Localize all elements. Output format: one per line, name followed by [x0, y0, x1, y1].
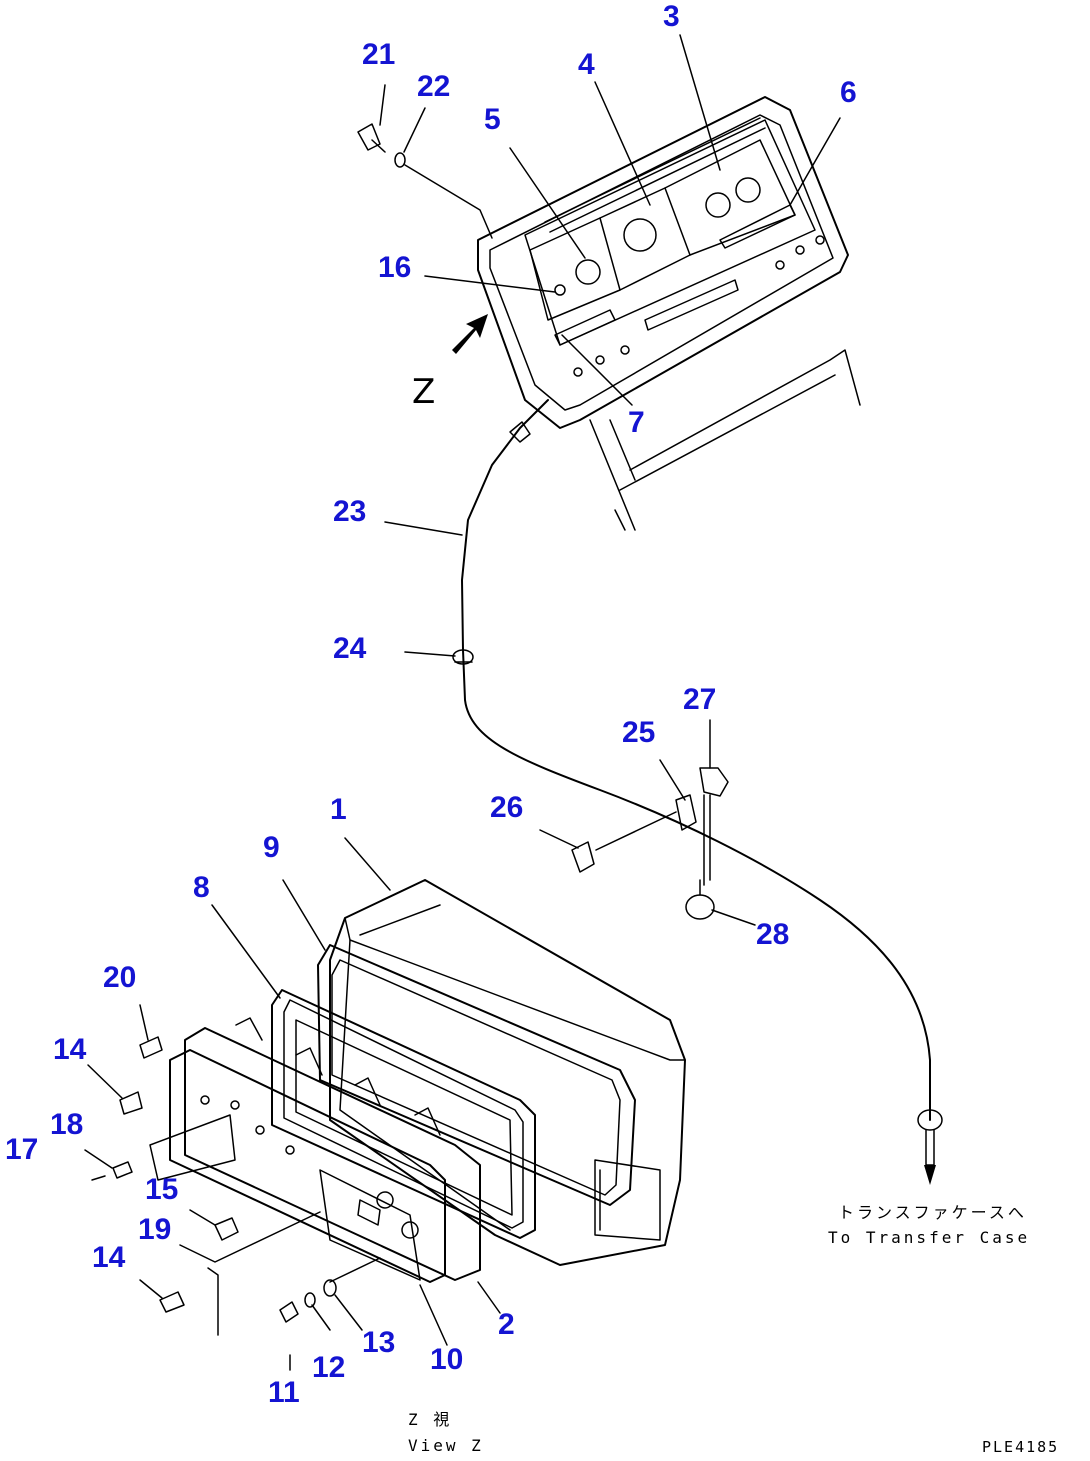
callout-23: 23 [333, 495, 367, 528]
cable-end-top [509, 421, 531, 443]
callout-4: 4 [578, 48, 595, 81]
callout-15: 15 [145, 1173, 179, 1206]
clamp-24 [452, 649, 474, 665]
callout-14a: 14 [53, 1033, 87, 1066]
callout-28: 28 [756, 918, 790, 951]
leader-lines [84, 34, 841, 1371]
small-parts [91, 1036, 381, 1336]
callout-14b: 14 [92, 1241, 126, 1274]
callout-17: 17 [5, 1133, 39, 1166]
callout-16: 16 [378, 251, 412, 284]
callout-6: 6 [840, 76, 857, 109]
frame-8 [271, 989, 536, 1239]
callout-19: 19 [138, 1213, 172, 1246]
drawing-number: PLE4185 [982, 1438, 1060, 1456]
callout-27: 27 [683, 683, 717, 716]
callout-26: 26 [490, 791, 524, 824]
callout-12: 12 [312, 1351, 346, 1384]
callout-20: 20 [103, 961, 137, 994]
circuit-board-2 [184, 1017, 481, 1281]
callout-25: 25 [622, 716, 656, 749]
callout-7: 7 [628, 406, 645, 439]
view-caption-jp: Z 視 [408, 1410, 453, 1429]
view-z-arrow [452, 314, 488, 354]
view-caption-en: View Z [408, 1436, 484, 1455]
callout-18: 18 [50, 1108, 84, 1141]
callout-3: 3 [663, 0, 680, 33]
callout-11: 11 [268, 1376, 300, 1409]
callout-21: 21 [362, 38, 396, 71]
printed-plate-10 [149, 1049, 446, 1283]
view-letter-z: Z [412, 372, 436, 412]
housing-1 [329, 879, 686, 1266]
speedometer-cable [461, 399, 931, 1121]
callout-22: 22 [417, 70, 451, 103]
cable-end-transfer [917, 1109, 943, 1185]
callout-24: 24 [333, 632, 367, 665]
callout-9: 9 [263, 831, 280, 864]
transfer-note-jp: トランスファケースへ [838, 1203, 1027, 1222]
callout-2: 2 [498, 1308, 515, 1341]
transfer-note-en: To Transfer Case [828, 1228, 1031, 1247]
callout-1: 1 [330, 793, 347, 826]
callout-8: 8 [193, 871, 210, 904]
bracket-assembly [571, 767, 729, 920]
callout-5: 5 [484, 103, 501, 136]
callout-10: 10 [430, 1343, 464, 1376]
screw-21-washer-22 [357, 123, 493, 239]
gasket-9 [317, 944, 636, 1206]
callout-13: 13 [362, 1326, 396, 1359]
instrument-panel-assembly [477, 96, 861, 531]
